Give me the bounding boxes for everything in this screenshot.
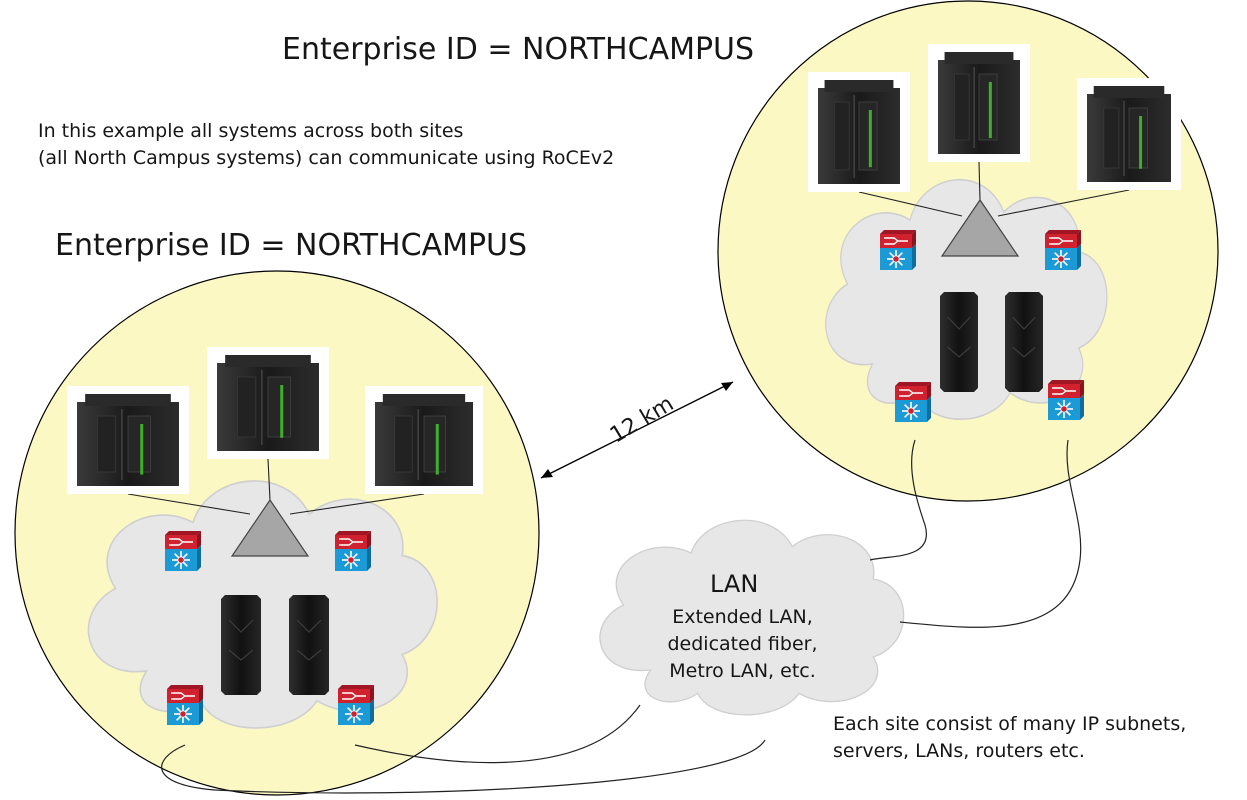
storage-unit-icon-right-1: [940, 292, 978, 392]
hub-triangle-icon-left: [230, 498, 310, 557]
enterprise-id-title-top: Enterprise ID = NORTHCAMPUS: [282, 32, 755, 67]
hub-link-right-2: [978, 161, 981, 201]
router-switch-icon-left-2: [335, 531, 371, 571]
hub-triangle-icon-right: [940, 198, 1020, 257]
hub-link-right-1: [858, 191, 963, 217]
router-switch-icon-right-4: [1048, 380, 1084, 420]
hub-link-right-3: [997, 189, 1130, 217]
lan-title: LAN: [710, 570, 759, 598]
router-switch-icon-right-2: [1045, 230, 1081, 270]
cable-right-b: [899, 439, 1082, 628]
distance-arrow: [540, 381, 734, 479]
distance-arrow-head-right: [721, 382, 733, 391]
roce-communication-note: In this example all systems across both …: [38, 120, 615, 169]
mainframe-server-icon-right-1: [808, 72, 910, 192]
router-switch-icon-left-1: [165, 531, 201, 571]
storage-unit-icon-left-2: [289, 595, 329, 695]
hub-link-left-3: [289, 493, 425, 515]
hub-link-left-2: [267, 458, 271, 501]
mainframe-server-icon-right-2: [928, 44, 1030, 162]
site-composition-note: Each site consist of many IP subnets, se…: [833, 713, 1187, 762]
mainframe-server-icon-right-3: [1077, 78, 1181, 190]
cable-right-a: [869, 439, 928, 561]
mainframe-server-icon-left-3: [365, 386, 483, 494]
router-switch-icon-right-3: [895, 382, 931, 422]
storage-unit-icon-right-2: [1005, 292, 1043, 392]
router-switch-icon-right-1: [880, 230, 916, 270]
enterprise-id-title-left: Enterprise ID = NORTHCAMPUS: [55, 228, 528, 263]
lan-cloud: [599, 519, 905, 716]
router-switch-icon-left-4: [338, 685, 374, 725]
distance-arrow-head-left: [541, 469, 553, 478]
mainframe-server-icon-left-2: [207, 347, 329, 459]
cable-left-b: [354, 704, 641, 764]
hub-link-left-1: [127, 493, 251, 515]
router-switch-icon-left-3: [167, 685, 203, 725]
cable-left-a: [161, 739, 766, 794]
mainframe-server-icon-left-1: [67, 386, 189, 494]
storage-unit-icon-left-1: [221, 595, 261, 695]
lan-description: Extended LAN, dedicated fiber, Metro LAN…: [667, 606, 818, 682]
